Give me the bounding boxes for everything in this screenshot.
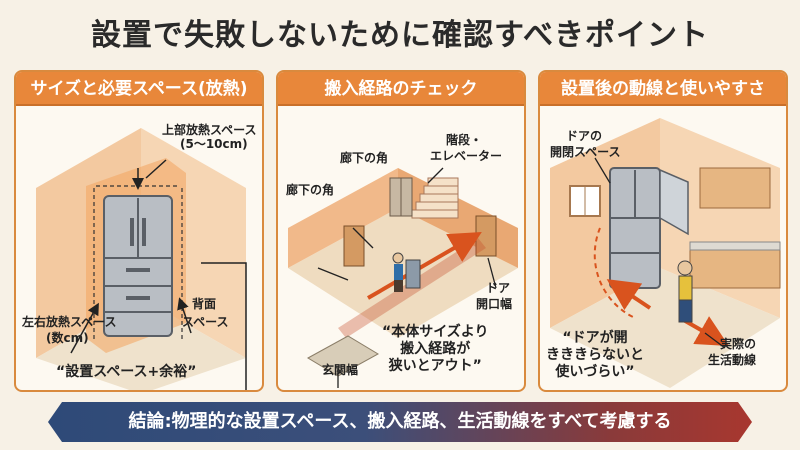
quote-route-line-1: “本体サイズより: [382, 324, 489, 340]
label-top-heat-range: (5〜10cm): [180, 137, 248, 151]
label-elevator: エレベーター: [430, 149, 503, 163]
label-top-heat: 上部放熱スペース: [162, 123, 257, 137]
quote-route-line-3: 狭いとアウト”: [388, 357, 482, 374]
label-side-heat-range: (数cm): [46, 331, 89, 345]
quote-usability-line-2: きききらないと: [546, 346, 644, 363]
label-corridor-corner-2: 廊下の角: [286, 183, 335, 197]
panel-header-route: 搬入経路のチェック: [278, 72, 524, 106]
quote-usability-line-3: 使いづらい”: [555, 363, 635, 380]
label-back-space: スペース: [182, 315, 229, 329]
label-door: ドア: [486, 281, 511, 295]
label-corridor-corner-1: 廊下の角: [340, 151, 389, 165]
label-actual-2: 生活動線: [708, 353, 757, 367]
conclusion-banner: 結論:物理的な設置スペース、搬入経路、生活動線をすべて考慮する: [48, 402, 752, 442]
panel-usability: 設置後の動線と使いやすさ: [538, 70, 788, 392]
quote-usability: “ドアが開 きききらないと 使いづらい”: [546, 330, 644, 380]
quote-size: “設置スペース+余裕”: [56, 364, 197, 380]
quote-route: “本体サイズより 搬入経路が 狭いとアウト”: [382, 324, 489, 374]
quote-usability-line-1: “ドアが開: [562, 330, 628, 346]
label-door-open-2: 開閉スペース: [550, 145, 621, 159]
fridge-icon: [103, 195, 173, 337]
label-door-width: 開口幅: [476, 297, 513, 311]
label-side-heat: 左右放熱スペース: [22, 315, 117, 329]
quote-route-line-2: 搬入経路が: [400, 340, 471, 357]
label-back: 背面: [192, 297, 217, 311]
panel-header-usability: 設置後の動線と使いやすさ: [540, 72, 786, 106]
label-door-open-1: ドアの: [566, 129, 603, 143]
panel-delivery-route: 搬入経路のチェック: [276, 70, 526, 392]
route-illustration: [288, 167, 518, 388]
page-title: 設置で失敗しないために確認すべきポイント: [91, 18, 709, 53]
label-actual-1: 実際の: [720, 337, 757, 351]
panel-header-size: サイズと必要スペース(放熱): [16, 72, 262, 106]
label-stairs: 階段・: [446, 133, 483, 147]
fridge-space-illustration: [36, 128, 247, 390]
panel-size-space: サイズと必要スペース(放熱) 上部放熱スペース (5〜: [14, 70, 264, 392]
kitchen-illustration: [550, 118, 781, 388]
label-entrance-width: 玄関幅: [322, 363, 359, 377]
